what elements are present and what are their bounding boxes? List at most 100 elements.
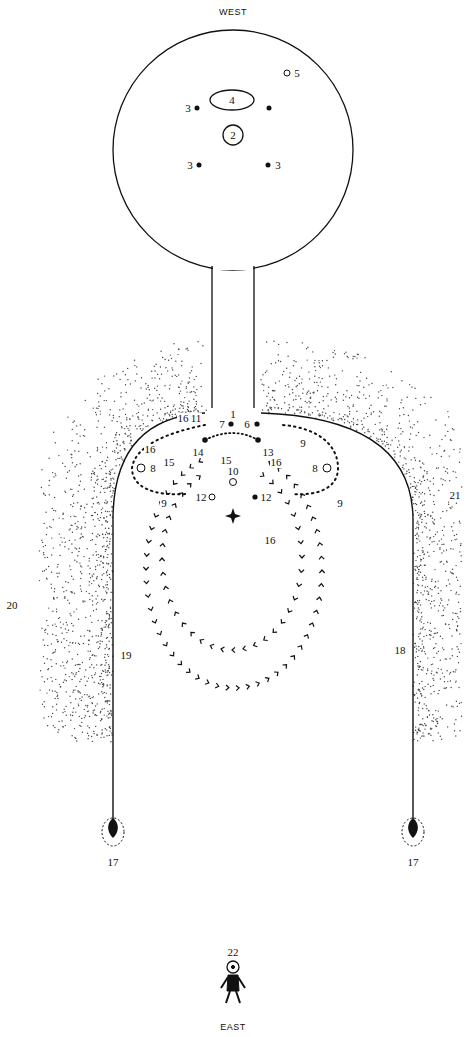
stipple-dot <box>112 487 113 488</box>
stipple-dot <box>72 440 73 441</box>
stipple-dot <box>442 638 443 639</box>
stipple-dot <box>337 392 338 393</box>
stipple-dot <box>83 517 84 518</box>
stipple-dot <box>56 611 57 612</box>
stipple-dot <box>420 483 421 484</box>
stipple-dot <box>324 415 325 416</box>
stipple-dot <box>437 721 438 722</box>
stipple-dot <box>135 380 136 381</box>
stipple-dot <box>71 454 72 455</box>
stipple-dot <box>435 633 436 634</box>
stipple-dot <box>319 366 320 367</box>
stipple-dot <box>457 656 458 657</box>
stipple-dot <box>100 679 101 680</box>
stipple-dot <box>89 630 90 631</box>
stipple-dot <box>262 409 263 410</box>
stipple-dot <box>111 622 112 623</box>
stipple-dot <box>419 460 420 461</box>
stipple-dot <box>97 408 98 409</box>
stipple-dot <box>413 503 414 504</box>
stipple-dot <box>44 681 45 682</box>
stipple-dot <box>44 706 45 707</box>
stipple-dot <box>78 691 79 692</box>
stipple-dot <box>443 544 444 545</box>
stipple-dot <box>271 409 272 410</box>
stipple-dot <box>102 679 103 680</box>
stipple-dot <box>100 555 101 556</box>
stipple-dot <box>97 393 98 394</box>
stipple-dot <box>106 503 107 504</box>
stipple-dot <box>421 724 422 725</box>
stipple-dot <box>60 686 61 687</box>
stipple-dot <box>426 536 427 537</box>
stipple-dot <box>131 440 132 441</box>
stipple-dot <box>435 419 436 420</box>
stipple-dot <box>170 412 171 413</box>
stipple-dot <box>79 725 80 726</box>
stipple-dot <box>301 411 302 412</box>
stipple-dot <box>322 414 323 415</box>
stipple-dot <box>106 502 107 503</box>
stipple-dot <box>103 479 104 480</box>
stipple-dot <box>422 708 423 709</box>
stipple-dot <box>110 599 111 600</box>
stipple-dot <box>418 714 419 715</box>
stipple-dot <box>105 520 106 521</box>
stipple-dot <box>405 458 406 459</box>
stipple-dot <box>419 600 420 601</box>
stipple-dot <box>103 684 104 685</box>
stipple-dot <box>102 630 103 631</box>
stipple-dot <box>101 579 102 580</box>
stipple-dot <box>52 472 53 473</box>
stipple-dot <box>187 350 188 351</box>
stipple-dot <box>101 632 102 633</box>
stipple-dot <box>105 590 106 591</box>
stipple-dot <box>127 379 128 380</box>
stipple-dot <box>92 498 93 499</box>
stipple-dot <box>48 458 49 459</box>
stipple-dot <box>446 562 447 563</box>
stipple-dot <box>342 370 343 371</box>
stipple-dot <box>106 549 107 550</box>
stipple-dot <box>431 607 432 608</box>
stipple-dot <box>60 621 61 622</box>
stipple-dot <box>75 698 76 699</box>
stipple-dot <box>164 407 165 408</box>
stipple-dot <box>175 375 176 376</box>
stipple-dot <box>457 626 458 627</box>
stipple-dot <box>387 387 388 388</box>
stipple-dot <box>139 426 140 427</box>
stipple-dot <box>364 432 365 433</box>
stipple-dot <box>64 546 65 547</box>
stipple-dot <box>84 527 85 528</box>
stipple-dot <box>157 374 158 375</box>
stipple-dot <box>84 717 85 718</box>
stipple-dot <box>197 341 198 342</box>
stipple-dot <box>141 403 142 404</box>
stipple-dot <box>188 400 189 401</box>
stipple-dot <box>441 538 442 539</box>
stipple-dot <box>126 417 127 418</box>
stipple-dot <box>445 424 446 425</box>
stipple-dot <box>106 624 107 625</box>
stipple-dot <box>279 380 280 381</box>
stipple-dot <box>70 720 71 721</box>
stipple-dot <box>453 573 454 574</box>
stipple-dot <box>415 535 416 536</box>
stipple-dot <box>417 522 418 523</box>
stipple-dot <box>107 685 108 686</box>
stipple-dot <box>106 473 107 474</box>
stipple-dot <box>71 623 72 624</box>
stipple-dot <box>180 390 181 391</box>
stipple-dot <box>329 376 330 377</box>
stipple-dot <box>103 537 104 538</box>
stipple-dot <box>334 350 335 351</box>
stipple-dot <box>382 443 383 444</box>
stipple-dot <box>84 635 85 636</box>
stipple-dot <box>349 413 350 414</box>
stipple-dot <box>143 423 144 424</box>
stipple-dot <box>92 604 93 605</box>
stipple-dot <box>426 471 427 472</box>
stipple-dot <box>105 669 106 670</box>
stipple-dot <box>69 529 70 530</box>
